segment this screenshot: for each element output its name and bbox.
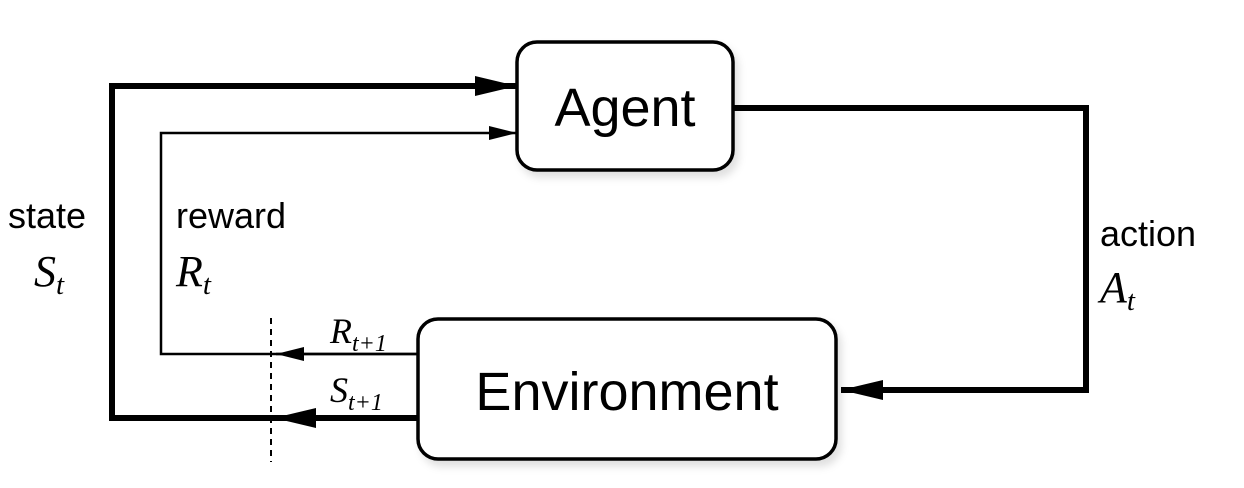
next-reward-subscript: t+1 <box>352 331 387 357</box>
state-subscript: t <box>56 269 65 301</box>
reward-word: reward <box>176 195 286 236</box>
environment-box: Environment <box>416 317 838 461</box>
action-word: action <box>1100 213 1196 254</box>
state-symbol: St <box>34 247 65 301</box>
agent-label: Agent <box>554 78 695 138</box>
environment-label: Environment <box>475 362 778 422</box>
action-arrow <box>734 105 1089 400</box>
reward-subscript: t <box>203 269 212 301</box>
action-symbol: At <box>1097 263 1136 317</box>
action-subscript: t <box>1127 285 1136 317</box>
state-word: state <box>8 195 86 236</box>
next-state-symbol: St+1 <box>330 370 383 416</box>
state-arrow <box>109 76 517 421</box>
next-state-subscript: t+1 <box>348 390 383 416</box>
agent-box: Agent <box>515 40 735 172</box>
reward-symbol: Rt <box>175 247 212 301</box>
next-reward-symbol: Rt+1 <box>329 311 387 357</box>
